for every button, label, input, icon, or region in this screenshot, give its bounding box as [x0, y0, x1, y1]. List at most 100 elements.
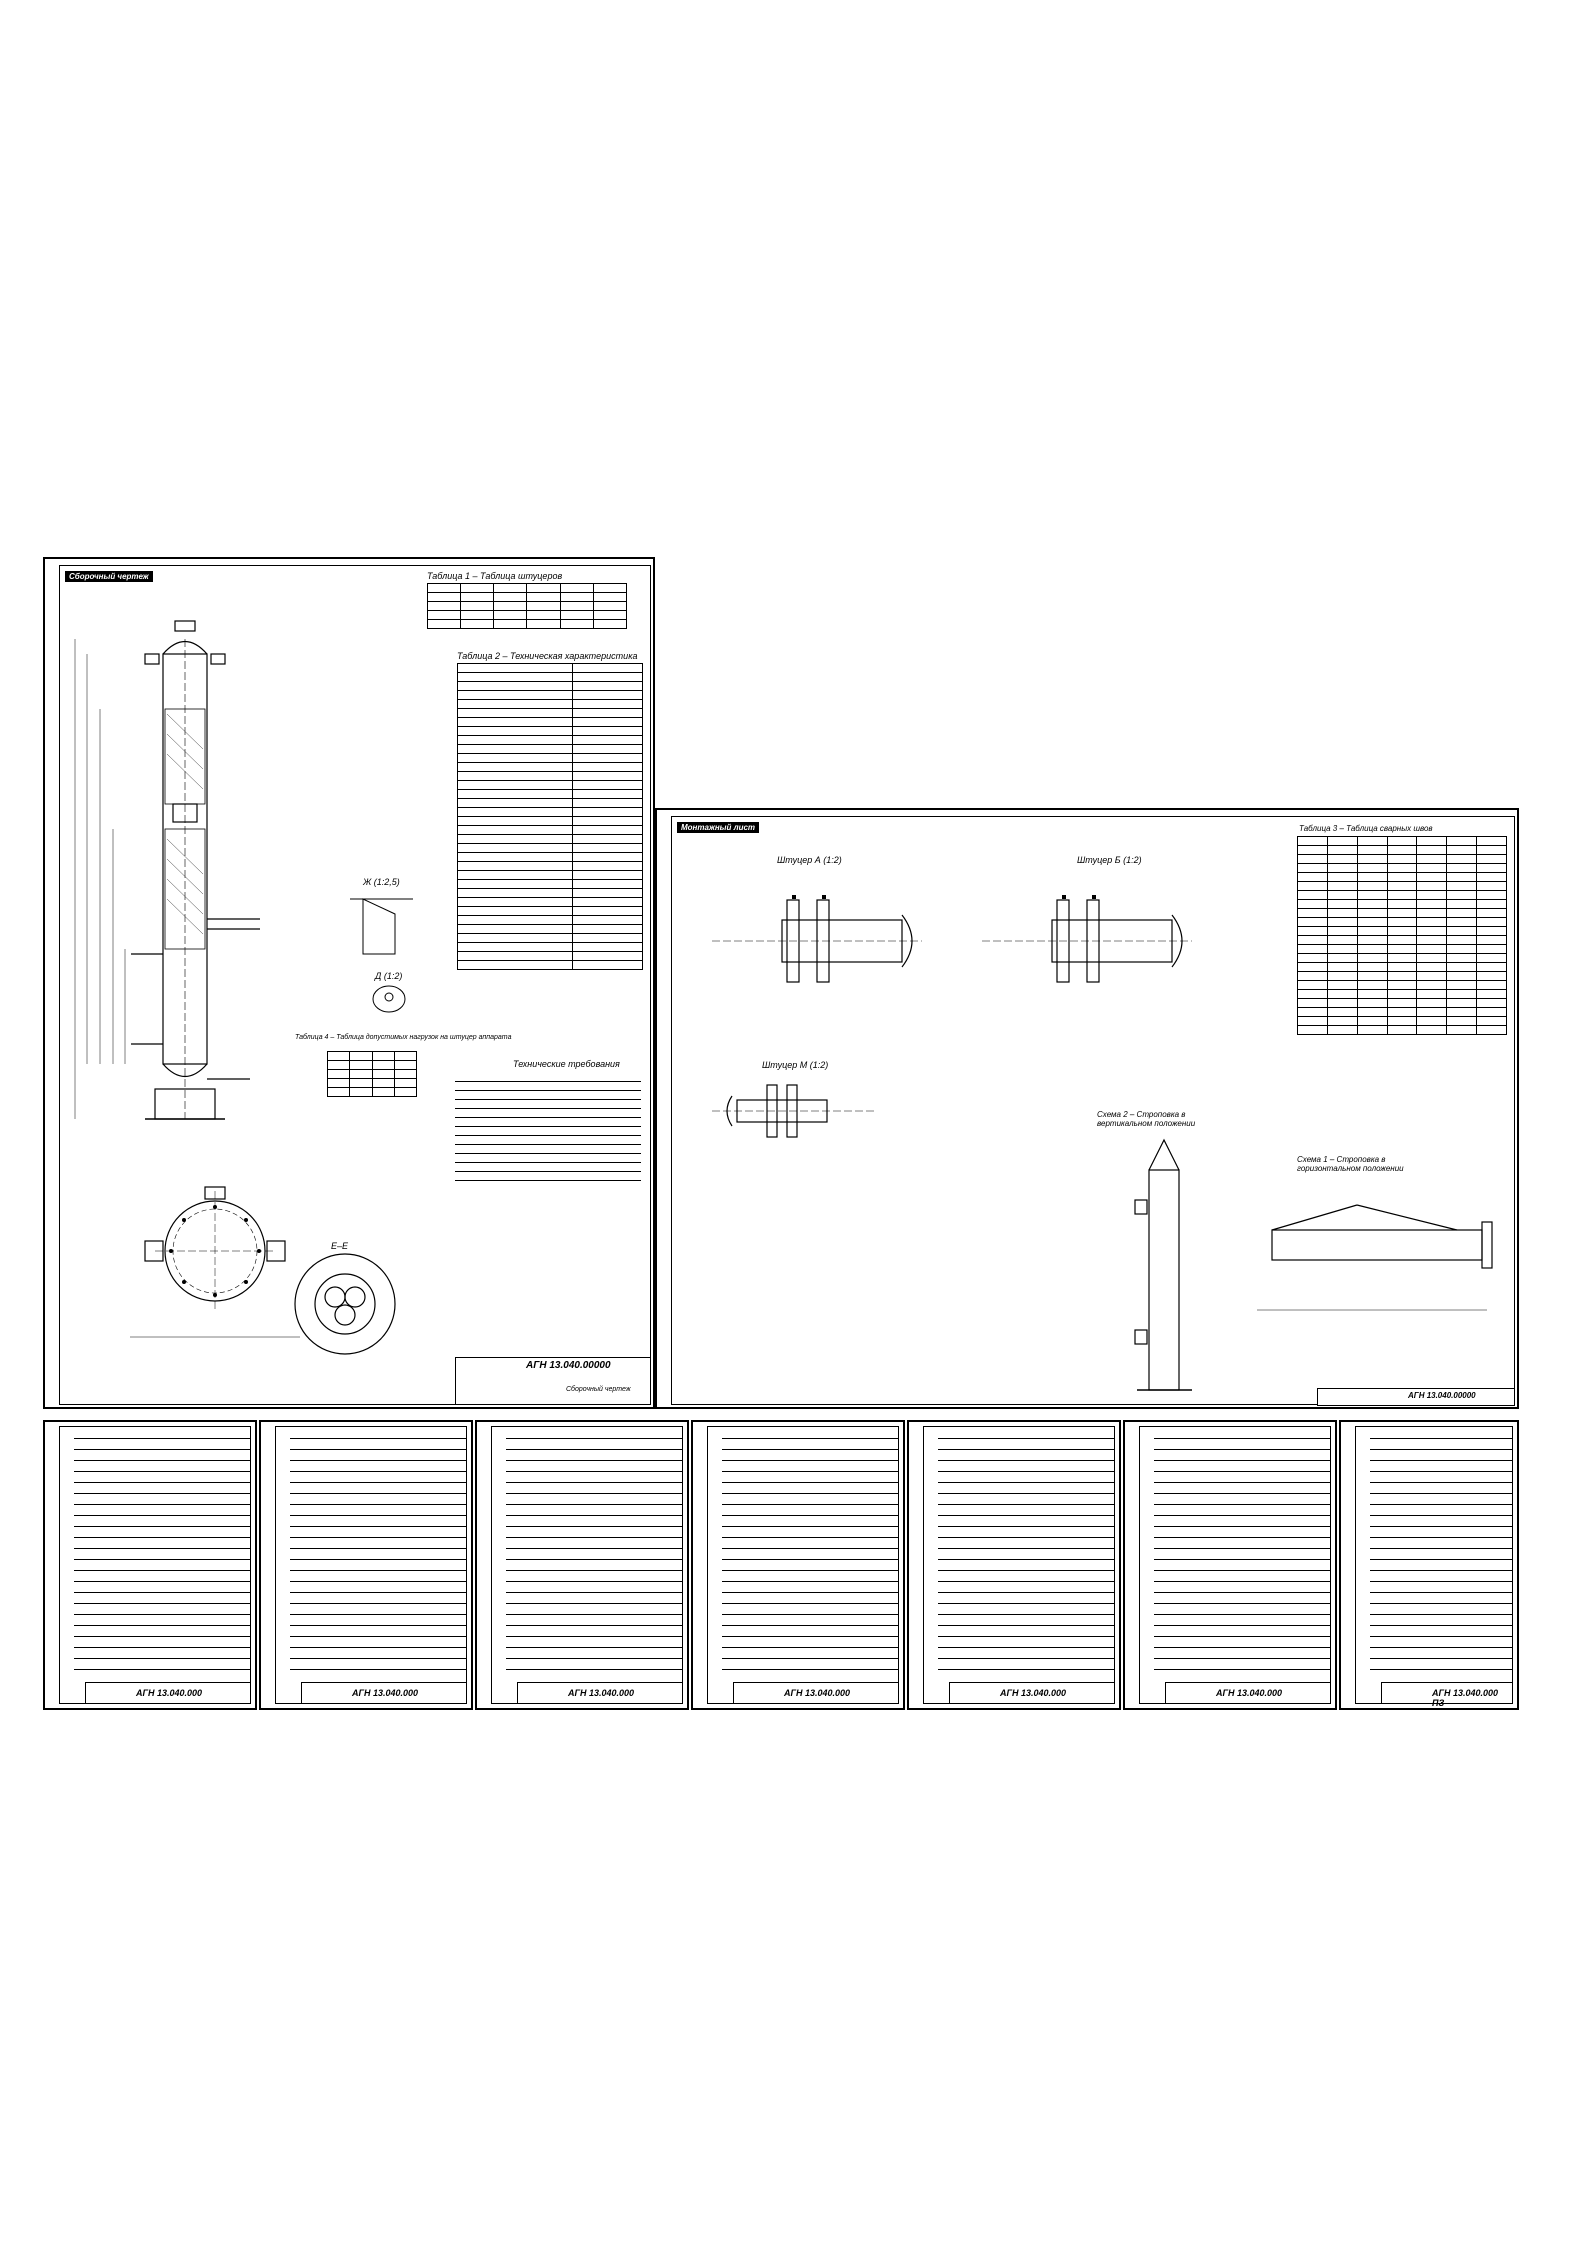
spec-row	[290, 1614, 466, 1615]
scheme2-label: Схема 2 – Строповка в вертикальном полож…	[1097, 1110, 1196, 1128]
spec-row	[506, 1669, 682, 1670]
drawing-code: АГН 13.040.000	[352, 1688, 419, 1698]
drawing-code: АГН 13.040.000	[1000, 1688, 1067, 1698]
spec-row	[1370, 1669, 1512, 1670]
fitting-a-label: Штуцер А (1:2)	[777, 855, 842, 865]
spec-row	[506, 1438, 682, 1439]
spec-row	[290, 1581, 466, 1582]
spec-row	[938, 1658, 1114, 1659]
mounting-sheet: Монтажный лист Штуцер А (1:2) Штуцер Б (…	[655, 808, 1519, 1409]
spec-row	[722, 1482, 898, 1483]
table3-title: Таблица 3 – Таблица сварных швов	[1299, 824, 1433, 833]
drawing-code: АГН 13.040.000	[784, 1688, 851, 1698]
spec-row	[74, 1559, 250, 1560]
spec-row	[722, 1460, 898, 1461]
spec-row	[938, 1526, 1114, 1527]
spec-row	[74, 1471, 250, 1472]
spec-row	[74, 1669, 250, 1670]
spec-row	[74, 1625, 250, 1626]
spec-row	[1154, 1636, 1330, 1637]
spec-row	[722, 1625, 898, 1626]
spec-row	[290, 1526, 466, 1527]
spec-row	[1370, 1460, 1512, 1461]
spec-sheet: АГН 13.040.000	[259, 1420, 473, 1710]
title-block: АГН 13.040.000	[733, 1682, 899, 1704]
spec-row	[1154, 1438, 1330, 1439]
allowable-loads-table	[326, 1051, 418, 1097]
spec-row	[74, 1614, 250, 1615]
spec-row	[290, 1669, 466, 1670]
spec-row	[722, 1636, 898, 1637]
view-zh-label: Ж (1:2,5)	[363, 877, 400, 887]
spec-sheet: АГН 13.040.000 ПЗ	[1339, 1420, 1519, 1710]
fitting-b-label: Штуцер Б (1:2)	[1077, 855, 1142, 865]
spec-row	[938, 1559, 1114, 1560]
spec-row	[1370, 1515, 1512, 1516]
spec-sheet: АГН 13.040.000	[475, 1420, 689, 1710]
spec-row	[722, 1603, 898, 1604]
table4-title: Таблица 4 – Таблица допустимых нагрузок …	[295, 1034, 512, 1041]
spec-row	[1370, 1592, 1512, 1593]
spec-row	[506, 1581, 682, 1582]
spec-row	[722, 1592, 898, 1593]
table2-title: Таблица 2 – Техническая характеристика	[457, 651, 638, 661]
spec-row	[74, 1603, 250, 1604]
spec-row	[1154, 1669, 1330, 1670]
spec-row	[506, 1592, 682, 1593]
sheet-frame	[59, 565, 651, 1405]
spec-row	[938, 1625, 1114, 1626]
spec-row	[1370, 1537, 1512, 1538]
spec-row	[1370, 1438, 1512, 1439]
spec-row	[74, 1515, 250, 1516]
spec-row	[506, 1658, 682, 1659]
spec-row	[1370, 1471, 1512, 1472]
spec-row	[938, 1471, 1114, 1472]
spec-row	[506, 1548, 682, 1549]
spec-row	[1370, 1493, 1512, 1494]
spec-sheet: АГН 13.040.000	[691, 1420, 905, 1710]
spec-row	[506, 1460, 682, 1461]
spec-row	[1154, 1559, 1330, 1560]
spec-row	[74, 1581, 250, 1582]
spec-row	[290, 1438, 466, 1439]
spec-row	[722, 1570, 898, 1571]
spec-row	[722, 1614, 898, 1615]
spec-row	[722, 1438, 898, 1439]
spec-row	[1370, 1482, 1512, 1483]
spec-row	[1370, 1658, 1512, 1659]
spec-row	[290, 1460, 466, 1461]
spec-row	[1370, 1647, 1512, 1648]
tech-characteristics-table	[457, 663, 643, 970]
spec-row	[290, 1482, 466, 1483]
spec-row	[1154, 1603, 1330, 1604]
spec-row	[506, 1603, 682, 1604]
notes-title: Технические требования	[513, 1059, 620, 1069]
spec-row	[938, 1515, 1114, 1516]
spec-row	[290, 1658, 466, 1659]
table1-title: Таблица 1 – Таблица штуцеров	[427, 571, 563, 581]
spec-row	[1370, 1548, 1512, 1549]
spec-row	[938, 1548, 1114, 1549]
spec-row	[74, 1537, 250, 1538]
spec-row	[1370, 1581, 1512, 1582]
spec-row	[74, 1636, 250, 1637]
spec-row	[1370, 1614, 1512, 1615]
spec-row	[1370, 1526, 1512, 1527]
spec-row	[1370, 1504, 1512, 1505]
spec-sheet: АГН 13.040.000	[1123, 1420, 1337, 1710]
spec-row	[290, 1449, 466, 1450]
spec-row	[722, 1559, 898, 1560]
spec-row	[74, 1658, 250, 1659]
spec-row	[722, 1504, 898, 1505]
spec-row	[290, 1504, 466, 1505]
spec-row	[938, 1482, 1114, 1483]
spec-row	[1154, 1449, 1330, 1450]
spec-row	[938, 1592, 1114, 1593]
spec-row	[290, 1592, 466, 1593]
weld-table	[1297, 836, 1507, 1035]
view-d-label: Д (1:2)	[375, 971, 403, 981]
spec-row	[290, 1603, 466, 1604]
spec-row	[1370, 1449, 1512, 1450]
drawing-subtitle: Сборочный чертеж	[566, 1386, 631, 1393]
drawing-code: АГН 13.040.000	[568, 1688, 635, 1698]
